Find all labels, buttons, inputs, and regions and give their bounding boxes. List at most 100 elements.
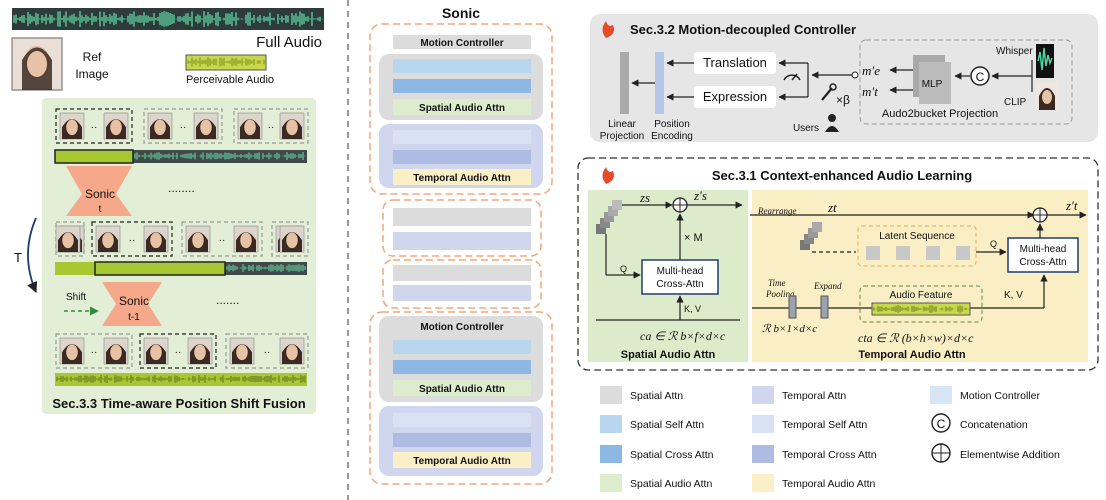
rearrange-label: Rearrange <box>757 206 797 216</box>
wrench-icon <box>821 83 837 101</box>
temporal-block <box>382 259 542 309</box>
mhca-spatial <box>641 259 719 295</box>
spatial-block <box>382 199 542 257</box>
svg-text:··: ·· <box>219 235 226 246</box>
expand-bar <box>820 295 829 319</box>
context-audio-panel: Sec.3.1 Context-enhanced Audio Learning … <box>577 157 1099 371</box>
times-m-label: × M <box>684 232 703 244</box>
position-encoding-bar <box>655 52 664 114</box>
legend-swatch <box>752 445 774 463</box>
translation-label: Translation <box>703 55 767 70</box>
sonic-t-sub: t <box>99 204 102 215</box>
legend-swatch <box>600 415 622 433</box>
translation-box <box>694 52 776 74</box>
kv-label-spatial: K, V <box>684 304 701 314</box>
latent-sequence-label: Latent Sequence <box>879 231 955 242</box>
motion-controller-panel: Sec.3.2 Motion-decoupled Controller Line… <box>590 14 1098 142</box>
mhca-spatial-1: Multi-head <box>657 266 704 277</box>
spatial-audio-attn-label: Spatial Audio Attn <box>621 349 716 361</box>
motion-controller-bottom-label: Motion Controller <box>420 322 503 333</box>
concat-icon <box>970 66 990 86</box>
clip-face-image <box>1036 82 1058 110</box>
q-label-temporal: Q <box>990 239 997 249</box>
time-pooling-1: Time <box>768 278 786 288</box>
zs-label: zs <box>639 190 650 205</box>
q-label-spatial: Q <box>620 264 627 274</box>
motion-controller-box <box>590 14 1098 142</box>
sonic-t-block <box>66 166 132 216</box>
legend-swatch <box>930 386 952 404</box>
frame-row-bottom: ······ <box>55 333 309 369</box>
sonic-block-bottom <box>369 311 553 485</box>
mhca-spatial-2: Cross-Attn <box>656 279 703 290</box>
dots-2: ....... <box>216 293 239 307</box>
kv-label-temporal: K, V <box>1004 290 1023 301</box>
expand-label: Expand <box>813 281 842 291</box>
left-panel: Full Audio Ref Image Perceivable Audio ·… <box>11 8 324 414</box>
position-encoding-label-2: Encoding <box>651 131 693 142</box>
time-pooling-2: Pooling <box>765 289 795 299</box>
position-shift-title: Sec.3.3 Time-aware Position Shift Fusion <box>52 396 305 411</box>
audio2bucket-box <box>859 39 1073 125</box>
mhca-temporal <box>1007 237 1079 273</box>
dots-1: ........ <box>168 181 195 195</box>
users-label: Users <box>793 123 819 134</box>
zs-prime-label: z′s <box>693 188 707 203</box>
audio-feature-box <box>859 285 983 323</box>
whisper-label: Whisper <box>996 46 1033 57</box>
middle-panel: Sonic Motion Controller Spatial Audio At… <box>369 5 553 485</box>
legend-label: Temporal Audio Attn <box>782 478 876 490</box>
mhca-temporal-1: Multi-head <box>1020 244 1067 255</box>
temporal-audio-attn-bottom-label: Temporal Audio Attn <box>413 456 510 467</box>
ref-image-label-1: Ref <box>83 50 102 64</box>
temporal-audio-attn-label: Temporal Audio Attn <box>858 349 965 361</box>
spatial-audio-attn-top-label: Spatial Audio Attn <box>419 103 505 114</box>
clip-label: CLIP <box>1004 97 1027 108</box>
user-icon <box>825 114 839 132</box>
motion-controller-top-label: Motion Controller <box>420 38 503 49</box>
concat-symbol: C <box>976 70 985 84</box>
legend-label: Spatial Audio Attn <box>630 478 712 490</box>
ref-image-label-2: Image <box>75 67 109 81</box>
motion-controller-title: Sec.3.2 Motion-decoupled Controller <box>630 22 856 37</box>
sonic-t1-label: Sonic <box>119 294 149 308</box>
beta-label: ×β <box>836 93 850 107</box>
legend-label: Temporal Attn <box>782 390 846 402</box>
ref-image <box>11 37 63 91</box>
sonic-t1-block <box>102 282 162 326</box>
ca-label: ca ∈ ℛ b×f×d×c <box>640 329 726 343</box>
linear-projection-label-2: Projection <box>600 131 644 142</box>
cta-label: cta ∈ ℛ (b×h×w)×d×c <box>858 331 974 345</box>
legend-swatch <box>600 474 622 492</box>
svg-text:··: ·· <box>264 347 271 358</box>
legend-swatch <box>600 386 622 404</box>
motion-controller-top <box>393 35 531 49</box>
svg-text:··: ·· <box>175 347 182 358</box>
linear-projection-bar <box>620 52 629 114</box>
spatial-audio-attn-bottom-label: Spatial Audio Attn <box>419 384 505 395</box>
gauge-icon <box>783 73 801 81</box>
legend-swatch <box>752 415 774 433</box>
legend-swatch <box>600 445 622 463</box>
svg-text:··: ·· <box>268 122 275 133</box>
frame-row-mid: ········ <box>55 221 309 257</box>
legend-label: Elementwise Addition <box>960 449 1060 461</box>
sonic-t-label: Sonic <box>85 187 115 201</box>
zt-label: zt <box>827 200 837 215</box>
legend-label: Temporal Cross Attn <box>782 449 877 461</box>
perceivable-audio-label: Perceivable Audio <box>186 74 274 86</box>
linear-projection-label-1: Linear <box>608 119 636 130</box>
r-b1-label: ℛ b×1×d×c <box>762 323 817 335</box>
svg-text:··: ·· <box>91 122 98 133</box>
mhca-temporal-2: Cross-Attn <box>1019 257 1066 268</box>
sonic-t1-sub: t-1 <box>128 312 140 323</box>
sonic-title: Sonic <box>442 5 480 21</box>
fire-icon-3 <box>602 167 615 184</box>
position-encoding-label-1: Position <box>654 119 690 130</box>
time-pool-bar <box>788 295 797 319</box>
svg-text:C: C <box>937 417 946 431</box>
mlp-label: MLP <box>922 79 943 90</box>
audio-feature-label: Audio Feature <box>890 290 953 301</box>
spatial-latent-stack <box>596 200 622 234</box>
